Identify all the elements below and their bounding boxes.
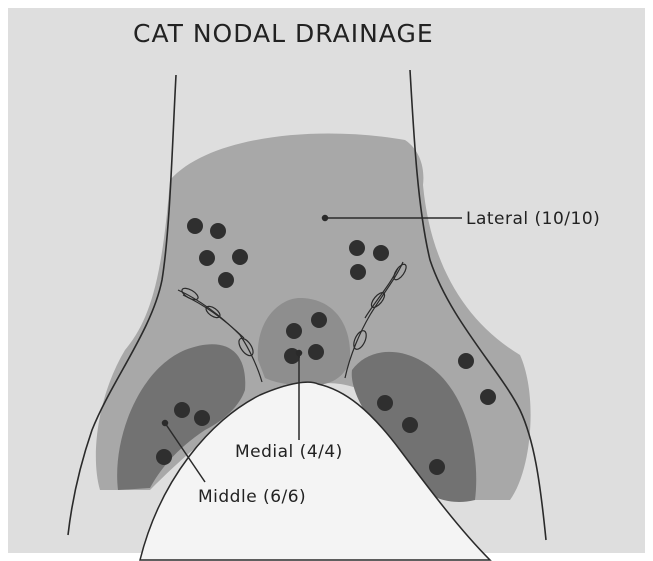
figure-title: CAT NODAL DRAINAGE: [133, 19, 434, 48]
node: [350, 264, 366, 280]
node: [199, 250, 215, 266]
node: [308, 344, 324, 360]
node: [373, 245, 389, 261]
node: [349, 240, 365, 256]
node: [286, 323, 302, 339]
node: [156, 449, 172, 465]
middle-label: Middle (6/6): [198, 487, 306, 507]
node: [480, 389, 496, 405]
node: [174, 402, 190, 418]
node: [377, 395, 393, 411]
node: [429, 459, 445, 475]
node: [187, 218, 203, 234]
node: [311, 312, 327, 328]
node: [232, 249, 248, 265]
node: [402, 417, 418, 433]
node: [210, 223, 226, 239]
lateral-label: Lateral (10/10): [466, 209, 600, 229]
medial-label: Medial (4/4): [235, 442, 343, 462]
node: [194, 410, 210, 426]
node: [458, 353, 474, 369]
node: [218, 272, 234, 288]
